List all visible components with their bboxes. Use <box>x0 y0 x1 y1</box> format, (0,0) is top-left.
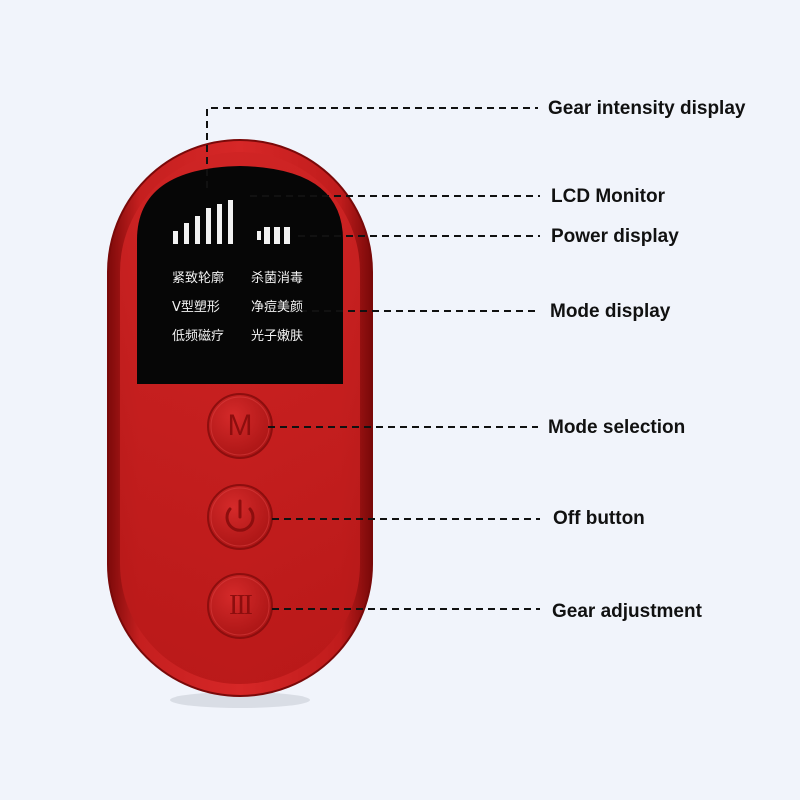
power-icon <box>225 499 255 532</box>
mode-label: 杀菌消毒 <box>251 271 304 286</box>
gear-button-label: III <box>229 590 253 621</box>
gear-bar-2 <box>184 223 189 244</box>
mode-selection-button[interactable] <box>207 393 273 459</box>
mode-button-label: M <box>227 409 253 442</box>
mode-label: 低频磁疗 <box>172 329 225 344</box>
battery-cell-2 <box>274 227 280 244</box>
mode-label: 光子嫩肤 <box>251 329 304 344</box>
callout-line-gear-intensity <box>206 107 538 188</box>
battery-icon <box>257 227 290 244</box>
power-display-label: Power display <box>551 226 679 247</box>
mode-selection-label: Mode selection <box>548 417 686 438</box>
gear-adjustment-label: Gear adjustment <box>552 601 702 622</box>
off-button-label: Off button <box>553 508 645 529</box>
gear-bar-5 <box>228 200 233 244</box>
battery-cell-3 <box>284 227 290 244</box>
mode-label: 紧致轮廓 <box>172 271 225 286</box>
gear-intensity-bars <box>173 200 233 244</box>
gear-adjustment-button[interactable] <box>207 573 273 639</box>
mode-label: 净痘美颜 <box>251 300 304 315</box>
gear-bar-4 <box>206 208 211 244</box>
battery-cell-1 <box>264 227 270 244</box>
gear-bar-1 <box>173 231 178 244</box>
lcd-screen <box>137 166 343 384</box>
off-button[interactable] <box>207 484 273 550</box>
mode-display-label: Mode display <box>550 301 671 322</box>
lcd-monitor-label: LCD Monitor <box>551 186 665 207</box>
mode-label: V型塑形 <box>172 300 220 315</box>
gear-intensity-display-label: Gear intensity display <box>548 98 746 119</box>
gear-bar-3 <box>195 216 200 244</box>
